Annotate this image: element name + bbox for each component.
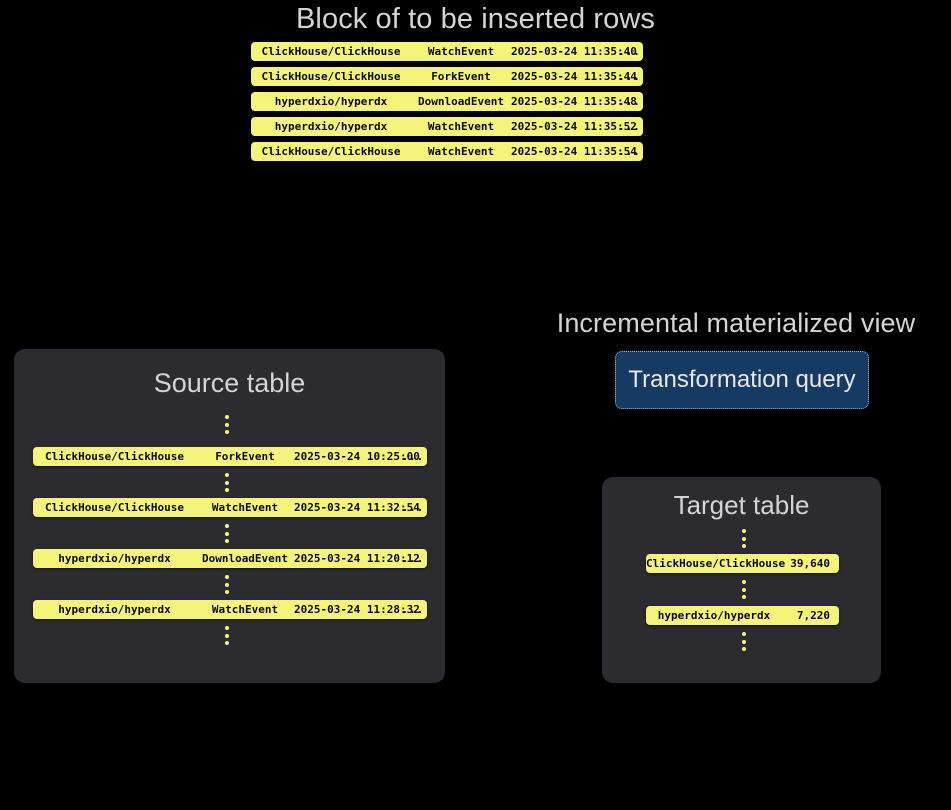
row-ellipsis: ...: [618, 70, 641, 83]
block-row: ClickHouse/ClickHouse ForkEvent 2025-03-…: [251, 67, 643, 86]
row-event: DownloadEvent: [201, 552, 289, 565]
row-repo: ClickHouse/ClickHouse: [261, 45, 401, 58]
vertical-ellipsis-dots: [223, 575, 230, 594]
row-ellipsis: ...: [618, 120, 641, 133]
row-timestamp: 2025-03-24 11:28:32: [294, 603, 420, 616]
source-table-row: ClickHouse/ClickHouse WatchEvent 2025-03…: [33, 498, 427, 517]
row-timestamp: 2025-03-24 11:35:44: [511, 70, 637, 83]
vertical-ellipsis-dots: [740, 529, 747, 548]
row-timestamp: 2025-03-24 11:32:54: [294, 501, 420, 514]
block-row: ClickHouse/ClickHouse WatchEvent 2025-03…: [251, 142, 643, 161]
incremental-materialized-view-title: Incremental materialized view: [556, 308, 916, 338]
vertical-ellipsis-dots: [223, 524, 230, 543]
row-repo: ClickHouse/ClickHouse: [646, 557, 786, 570]
row-ellipsis: ...: [401, 501, 425, 514]
row-repo: ClickHouse/ClickHouse: [261, 70, 401, 83]
vertical-ellipsis-dots: [223, 473, 230, 492]
row-repo: hyperdxio/hyperdx: [274, 95, 388, 108]
source-table-panel: Source table ClickHouse/ClickHouse ForkE…: [14, 349, 445, 683]
row-event: WatchEvent: [211, 603, 279, 616]
row-ellipsis: ...: [618, 45, 641, 58]
block-row: ClickHouse/ClickHouse WatchEvent 2025-03…: [251, 42, 643, 61]
block-row: hyperdxio/hyperdx WatchEvent 2025-03-24 …: [251, 117, 643, 136]
row-count: 39,640: [790, 557, 830, 570]
row-timestamp: 2025-03-24 11:35:40: [511, 45, 637, 58]
row-repo: hyperdxio/hyperdx: [58, 603, 171, 616]
vertical-ellipsis-dots: [740, 632, 747, 651]
target-table-panel: Target table ClickHouse/ClickHouse 39,64…: [602, 477, 881, 683]
source-table-row: hyperdxio/hyperdx WatchEvent 2025-03-24 …: [33, 600, 427, 619]
row-repo: hyperdxio/hyperdx: [58, 552, 171, 565]
row-ellipsis: ...: [618, 95, 641, 108]
transformation-query-box[interactable]: Transformation query: [615, 351, 869, 409]
row-event: ForkEvent: [431, 70, 491, 83]
target-table-row: hyperdxio/hyperdx 7,220: [646, 606, 839, 625]
block-row: hyperdxio/hyperdx DownloadEvent 2025-03-…: [251, 92, 643, 111]
row-ellipsis: ...: [401, 450, 425, 463]
source-table-title: Source table: [153, 368, 306, 398]
row-timestamp: 2025-03-24 10:25:00: [294, 450, 420, 463]
row-repo: ClickHouse/ClickHouse: [44, 450, 185, 463]
row-ellipsis: ...: [618, 145, 641, 158]
row-event: WatchEvent: [427, 120, 495, 133]
source-table-row: hyperdxio/hyperdx DownloadEvent 2025-03-…: [33, 549, 427, 568]
row-event: WatchEvent: [427, 145, 495, 158]
row-ellipsis: ...: [401, 552, 425, 565]
row-timestamp: 2025-03-24 11:35:52: [511, 120, 637, 133]
block-of-rows-title: Block of to be inserted rows: [295, 3, 656, 35]
row-event: DownloadEvent: [417, 95, 505, 108]
row-repo: ClickHouse/ClickHouse: [261, 145, 401, 158]
row-ellipsis: ...: [401, 603, 425, 616]
row-event: WatchEvent: [211, 501, 279, 514]
vertical-ellipsis-dots: [740, 580, 747, 599]
target-table-row: ClickHouse/ClickHouse 39,640: [646, 554, 839, 573]
vertical-ellipsis-dots: [223, 626, 230, 645]
row-timestamp: 2025-03-24 11:20:12: [294, 552, 420, 565]
source-table-row: ClickHouse/ClickHouse ForkEvent 2025-03-…: [33, 447, 427, 466]
row-timestamp: 2025-03-24 11:35:48: [511, 95, 637, 108]
target-table-title: Target table: [673, 490, 810, 520]
row-event: ForkEvent: [215, 450, 275, 463]
row-repo: hyperdxio/hyperdx: [274, 120, 388, 133]
row-event: WatchEvent: [427, 45, 495, 58]
row-repo: hyperdxio/hyperdx: [657, 609, 771, 622]
row-count: 7,220: [796, 609, 830, 622]
row-timestamp: 2025-03-24 11:35:54: [511, 145, 637, 158]
row-repo: ClickHouse/ClickHouse: [44, 501, 185, 514]
vertical-ellipsis-dots: [223, 415, 230, 434]
